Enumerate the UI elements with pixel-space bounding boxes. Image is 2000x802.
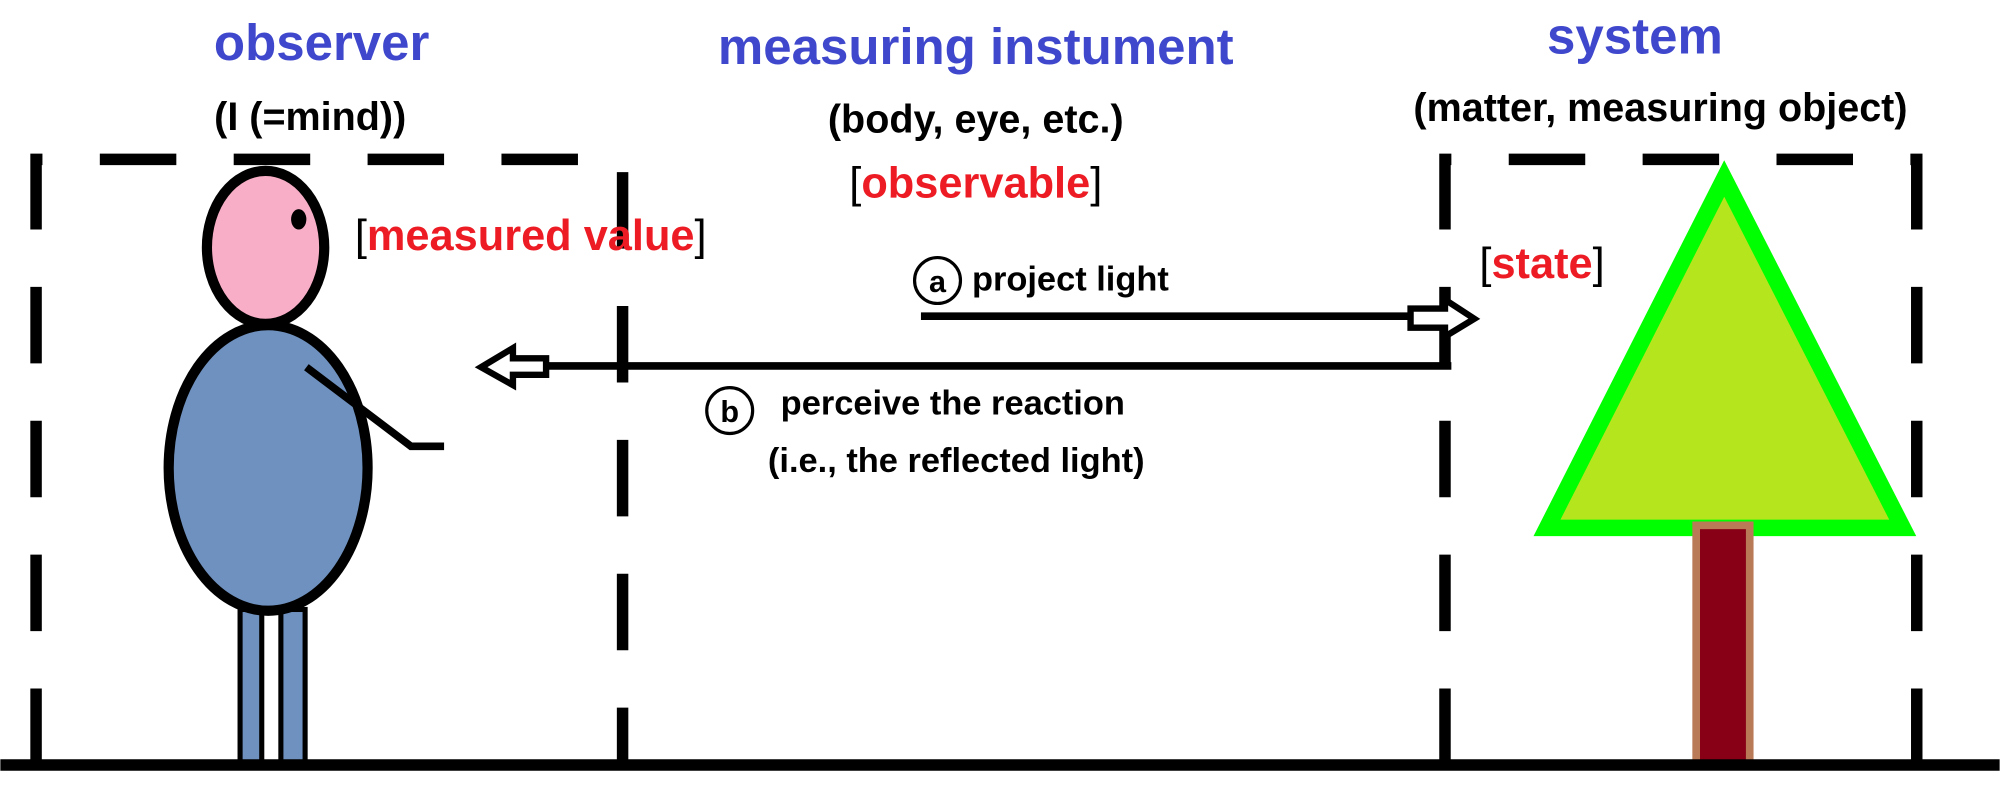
project-light-label: project light (972, 261, 1169, 299)
observer-box (30, 153, 629, 766)
svg-text:b: b (720, 395, 739, 429)
system-box (1439, 153, 1923, 766)
marker-a-icon: a (912, 255, 963, 306)
state-tag: [state] (1479, 240, 1604, 288)
person-icon (163, 165, 445, 768)
measured-value-tag: [measured value] (355, 212, 707, 260)
system-title: system (1547, 8, 1723, 65)
observable-tag: [observable] (849, 160, 1102, 208)
observer-subtitle: (I (=mind)) (214, 95, 406, 139)
svg-text:a: a (929, 265, 947, 299)
instrument-subtitle: (body, eye, etc.) (828, 98, 1124, 142)
arrow-perceive-reaction (474, 342, 1452, 391)
system-subtitle: (matter, measuring object) (1413, 86, 1907, 130)
tree-icon (1533, 160, 1917, 769)
perceive-reaction-label: perceive the reaction (781, 384, 1125, 422)
marker-b-icon: b (705, 386, 755, 436)
reflected-light-label: (i.e., the reflected light) (768, 442, 1145, 480)
observer-title: observer (214, 14, 430, 71)
arrow-project-light (920, 293, 1481, 343)
instrument-title: measuring instument (718, 18, 1234, 75)
